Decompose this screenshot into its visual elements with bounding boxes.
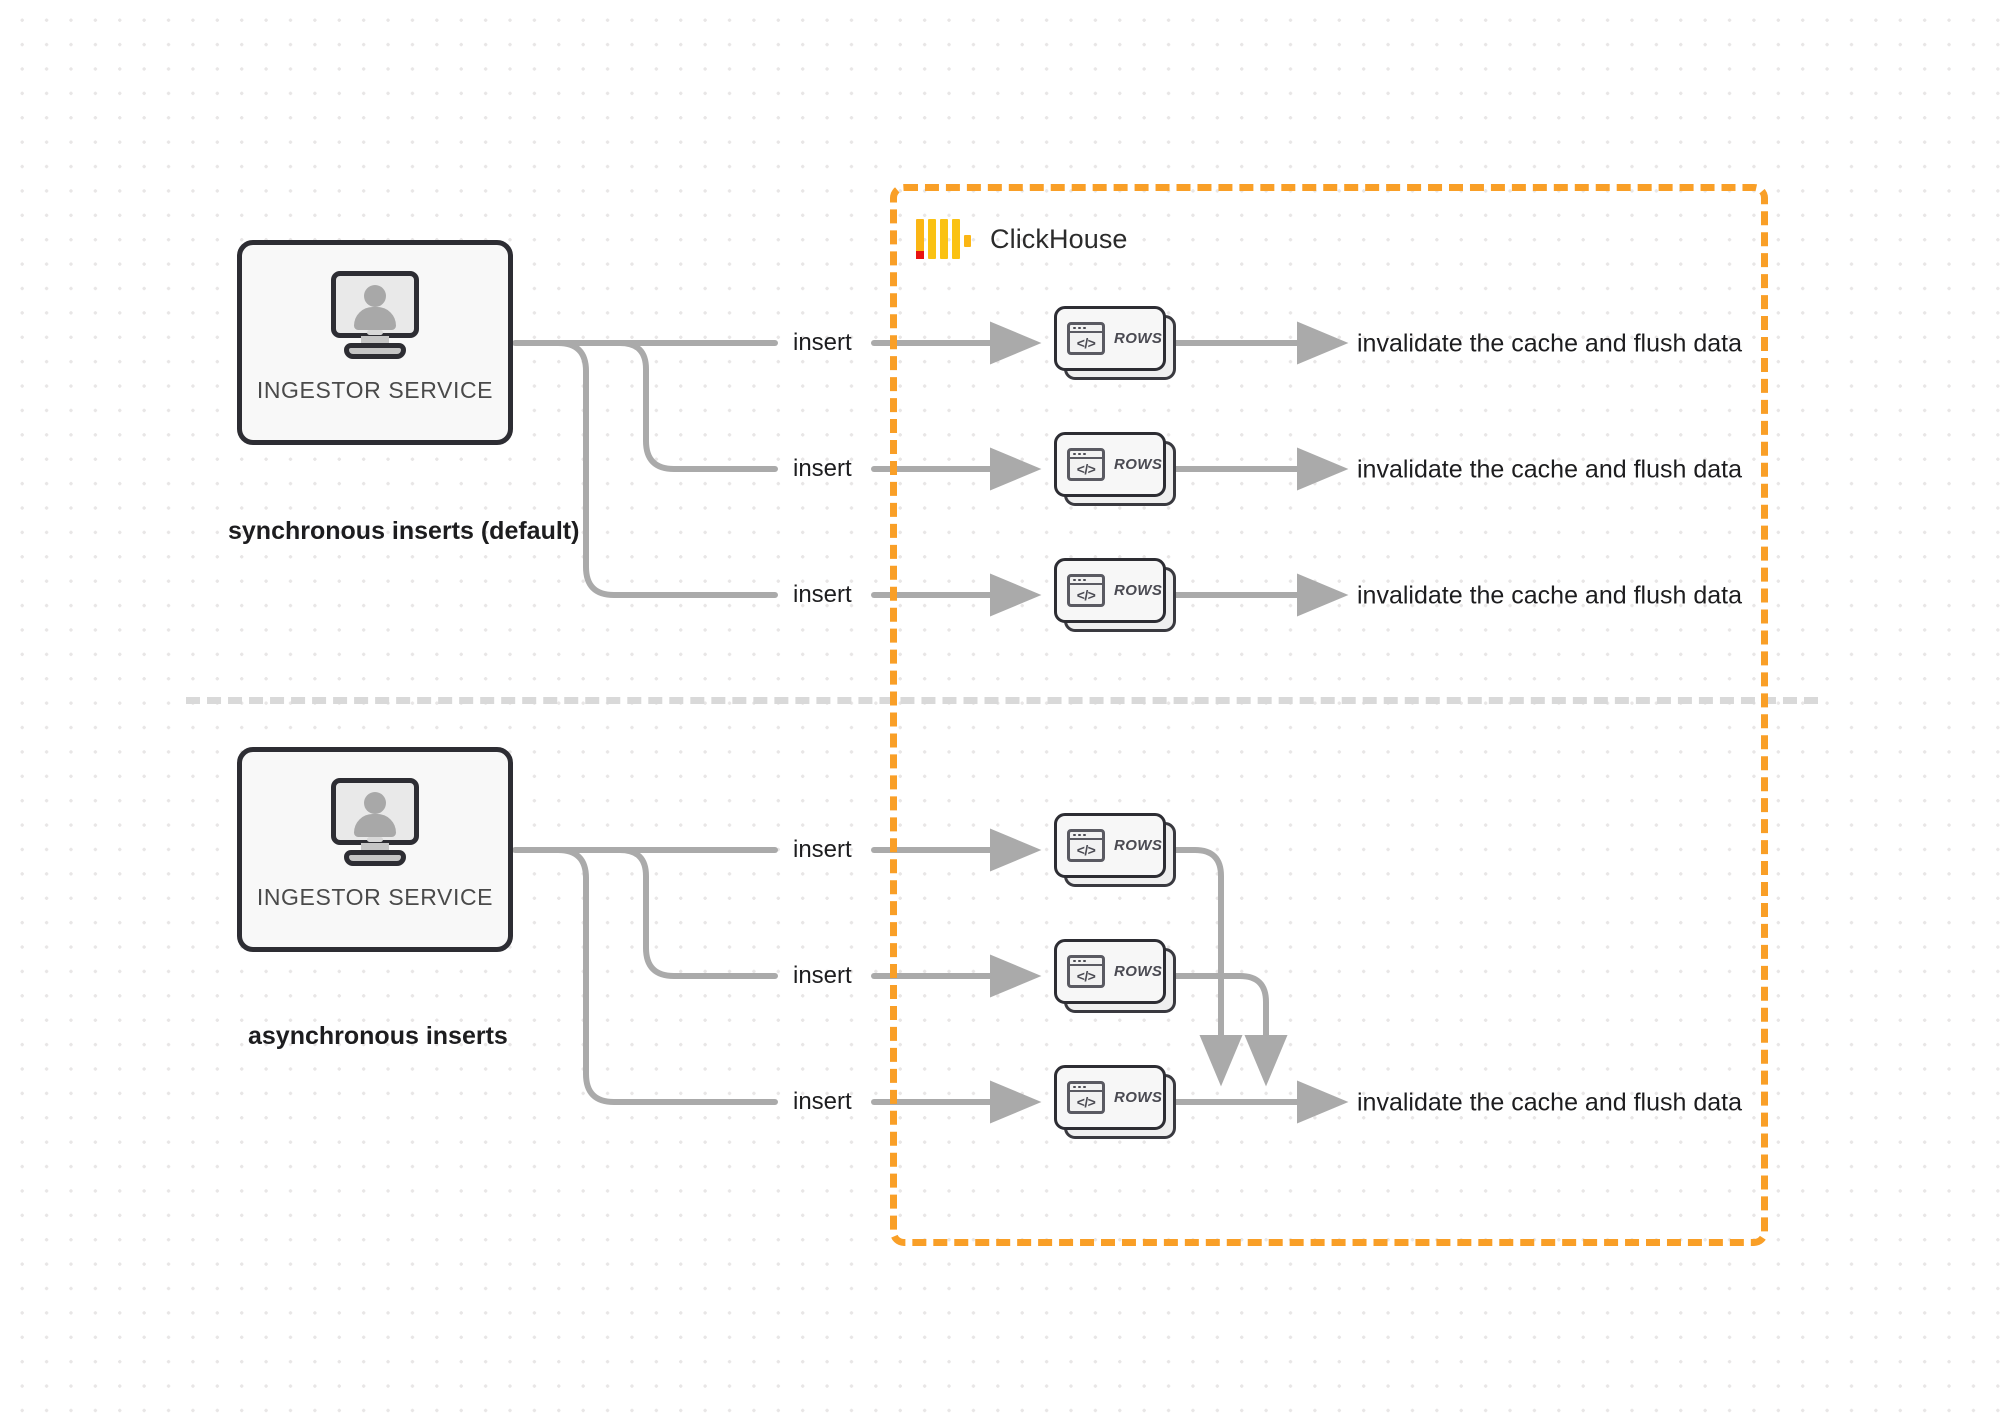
rows-card-async-2[interactable]: </> ROWS (1054, 939, 1176, 1013)
rows-card-async-3[interactable]: </> ROWS (1054, 1065, 1176, 1139)
rows-label: ROWS (1114, 456, 1163, 473)
rows-label: ROWS (1114, 1089, 1163, 1106)
code-glyph: </> (1076, 842, 1096, 858)
rows-label: ROWS (1114, 582, 1163, 599)
monitor-user-icon (327, 271, 423, 359)
ingestor-service-label: INGESTOR SERVICE (256, 377, 494, 403)
section-divider (186, 697, 1818, 704)
ingestor-service-async[interactable]: INGESTOR SERVICE (237, 747, 513, 952)
clickhouse-brand: ClickHouse (916, 216, 1128, 262)
code-window-icon: </> (1067, 829, 1105, 862)
code-window-icon: </> (1067, 1081, 1105, 1114)
insert-label-async-2: insert (793, 962, 852, 989)
code-glyph: </> (1076, 335, 1096, 351)
rows-card-sync-3[interactable]: </> ROWS (1054, 558, 1176, 632)
outcome-label-sync-2: invalidate the cache and flush data (1357, 455, 1742, 484)
code-window-icon: </> (1067, 322, 1105, 355)
insert-label-sync-3: insert (793, 581, 852, 608)
ingestor-service-sync[interactable]: INGESTOR SERVICE (237, 240, 513, 445)
rows-label: ROWS (1114, 963, 1163, 980)
code-glyph: </> (1076, 1094, 1096, 1110)
insert-label-sync-1: insert (793, 329, 852, 356)
clickhouse-boundary (890, 184, 1768, 1246)
monitor-user-icon (327, 778, 423, 866)
rows-card-sync-1[interactable]: </> ROWS (1054, 306, 1176, 380)
section-caption-sync: synchronous inserts (default) (228, 517, 580, 545)
outcome-label-async-merged: invalidate the cache and flush data (1357, 1088, 1742, 1117)
code-glyph: </> (1076, 461, 1096, 477)
insert-label-async-1: insert (793, 836, 852, 863)
rows-label: ROWS (1114, 330, 1163, 347)
ingestor-service-label: INGESTOR SERVICE (256, 884, 494, 910)
code-window-icon: </> (1067, 448, 1105, 481)
code-window-icon: </> (1067, 574, 1105, 607)
outcome-label-sync-1: invalidate the cache and flush data (1357, 329, 1742, 358)
clickhouse-logo (916, 219, 971, 259)
code-glyph: </> (1076, 968, 1096, 984)
clickhouse-label: ClickHouse (990, 223, 1128, 254)
outcome-label-sync-3: invalidate the cache and flush data (1357, 581, 1742, 610)
code-glyph: </> (1076, 587, 1096, 603)
rows-card-sync-2[interactable]: </> ROWS (1054, 432, 1176, 506)
insert-label-async-3: insert (793, 1088, 852, 1115)
rows-card-async-1[interactable]: </> ROWS (1054, 813, 1176, 887)
insert-label-sync-2: insert (793, 455, 852, 482)
code-window-icon: </> (1067, 955, 1105, 988)
rows-label: ROWS (1114, 837, 1163, 854)
section-caption-async: asynchronous inserts (248, 1022, 508, 1050)
